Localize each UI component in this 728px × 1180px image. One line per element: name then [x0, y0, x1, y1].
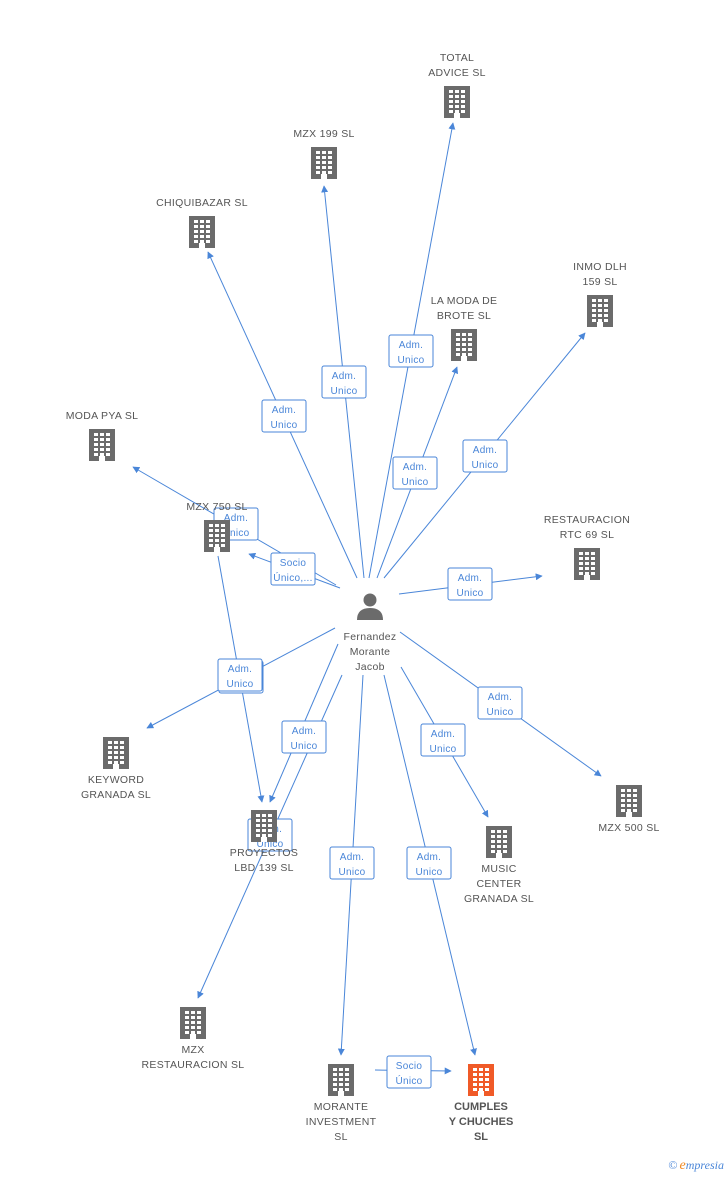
- building-icon: [616, 785, 642, 817]
- edge-label-person-mzx500[interactable]: Adm.Unico: [477, 686, 523, 720]
- company-node-mzx199[interactable]: MZX 199 SL: [293, 128, 354, 179]
- edge-label-box: [321, 365, 367, 399]
- building-icon: [89, 429, 115, 461]
- company-node-chiquibazar[interactable]: CHIQUIBAZAR SL: [156, 197, 248, 248]
- edge-label-text: Adm.Unico: [415, 852, 442, 878]
- building-icon: [486, 826, 512, 858]
- edge-label-text: Adm.Unico: [486, 692, 513, 718]
- edge-label-text: Adm.Unico: [270, 405, 297, 431]
- building-icon: [444, 86, 470, 118]
- edge-label-person-music[interactable]: Adm.Unico: [420, 723, 466, 757]
- edge-label-person-total_advice[interactable]: Adm.Unico: [388, 334, 434, 368]
- edge-label-mzx750-proyectos[interactable]: Adm.Unico: [217, 658, 263, 692]
- edge-label-person-restauracion_rtc[interactable]: Adm.Unico: [447, 567, 493, 601]
- edge-labels-layer: Adm.UnicoAdm.UnicoAdm.UnicoAdm.UnicoAdm.…: [213, 334, 523, 1089]
- empresia-watermark[interactable]: ©empresia: [668, 1158, 724, 1174]
- building-icon: [189, 216, 215, 248]
- edge-label-person-morante[interactable]: Adm.Unico: [329, 846, 375, 880]
- edge-label-person-proyectos[interactable]: Adm.Unico: [281, 720, 327, 754]
- edge-label-text: Adm.Unico: [290, 726, 317, 752]
- edge-label-text: Adm.Unico: [222, 513, 249, 539]
- edge-label-text: Adm.Unico: [401, 462, 428, 488]
- edge-label-box: [392, 456, 438, 490]
- building-icon: [468, 1064, 494, 1096]
- building-icon: [574, 548, 600, 580]
- edge-label-box: [217, 658, 263, 692]
- building-icon: [180, 1007, 206, 1039]
- edge-label-text: Adm.Unico: [456, 573, 483, 599]
- company-label: CHIQUIBAZAR SL: [156, 197, 248, 209]
- edge-label-person-chiquibazar[interactable]: Adm.Unico: [261, 399, 307, 433]
- edge-label-text: Adm.Unico: [397, 340, 424, 366]
- edge-label-text: Adm.Unico: [226, 664, 253, 690]
- edge-label-box: [388, 334, 434, 368]
- edge-label-box: [477, 686, 523, 720]
- company-node-moda_pya[interactable]: MODA PYA SL: [66, 410, 139, 461]
- edge-label-text: Adm.Unico: [330, 371, 357, 397]
- company-node-mzx500[interactable]: MZX 500 SL: [598, 785, 659, 834]
- copyright-symbol: ©: [668, 1158, 678, 1172]
- edge-label-person-moda_brote[interactable]: Adm.Unico: [392, 456, 438, 490]
- edge-label-box: [261, 399, 307, 433]
- building-icon: [251, 810, 277, 842]
- edge-label-box: [329, 846, 375, 880]
- edge-label-box: [386, 1055, 432, 1089]
- company-label: MZX 750 SL: [186, 501, 247, 513]
- edge-label-box: [447, 567, 493, 601]
- building-icon: [328, 1064, 354, 1096]
- building-icon: [103, 737, 129, 769]
- edge-label-box: [406, 846, 452, 880]
- edge-label-text: Adm.Unico: [429, 729, 456, 755]
- building-icon: [204, 520, 230, 552]
- edge-label-box: [270, 552, 316, 586]
- company-label: MZX 199 SL: [293, 128, 354, 140]
- building-icon: [587, 295, 613, 327]
- company-label: MODA PYA SL: [66, 410, 139, 422]
- company-node-mzx750[interactable]: MZX 750 SL: [186, 501, 247, 552]
- edge-label-text: Adm.Unico: [471, 445, 498, 471]
- edge-label-person-mzx199[interactable]: Adm.Unico: [321, 365, 367, 399]
- company-label: MZX 500 SL: [598, 822, 659, 834]
- person-icon: [357, 593, 383, 620]
- edge-label-text: Adm.Unico: [338, 852, 365, 878]
- brand-name: mpresia: [685, 1158, 724, 1172]
- edge-label-person-inmo_dlh[interactable]: Adm.Unico: [462, 439, 508, 473]
- building-icon: [451, 329, 477, 361]
- edge-label-box: [420, 723, 466, 757]
- edge-label-box: [462, 439, 508, 473]
- edge-label-person-cumples[interactable]: Adm.Unico: [406, 846, 452, 880]
- building-icon: [311, 147, 337, 179]
- edge-label-box: [281, 720, 327, 754]
- brand-initial: e: [679, 1158, 686, 1173]
